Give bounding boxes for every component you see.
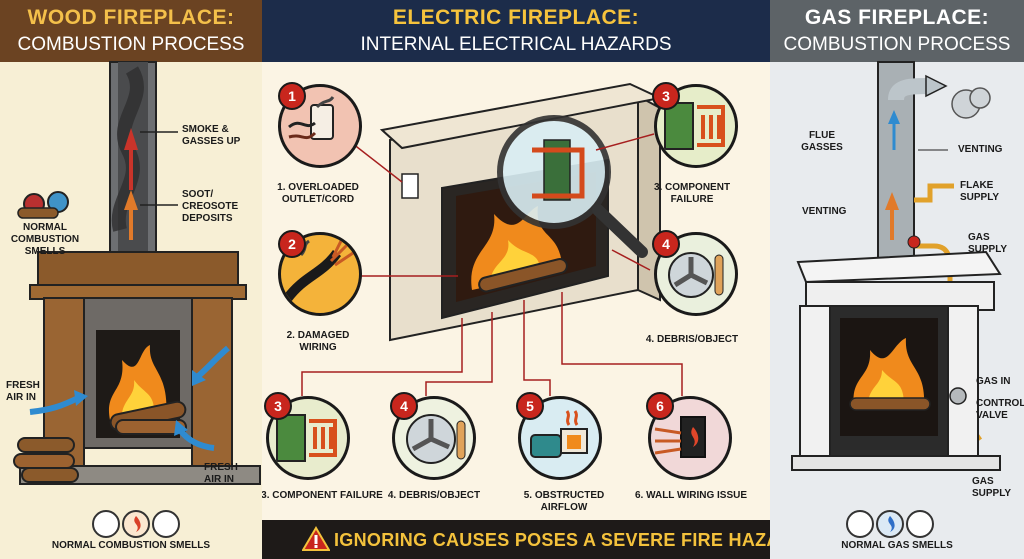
flame-icon: [122, 510, 150, 538]
fresh-air-right-line2: AIR IN: [204, 474, 234, 485]
fresh-air-right-line1: FRESH: [204, 462, 238, 473]
hazard-label-line2: FAILURE: [670, 194, 714, 205]
wood-fireplace-panel: WOOD FIREPLACE: COMBUSTION PROCESS: [0, 0, 262, 559]
flake-supply-line2: SUPPLY: [960, 192, 1000, 203]
hazard-number-badge: 4: [652, 230, 680, 258]
smell-wave-icon: [846, 510, 874, 538]
control-valve-line1: CONTROL: [976, 398, 1024, 409]
warning-icon: [302, 526, 330, 551]
fire-hazard-banner: IGNORING CAUSES POSES A SEVERE FIRE HAZA…: [262, 520, 812, 559]
flue-gasses-label: FLUE GASSES: [792, 130, 852, 154]
hazard-number-badge: 4: [390, 392, 418, 420]
wood-subtitle: COMBUSTION PROCESS: [17, 34, 245, 55]
flue-gasses-line2: GASSES: [801, 142, 843, 153]
bottom-label-debris: 4. DEBRIS/OBJECT: [387, 490, 481, 501]
soot-label: SOOT/ CREOSOTE DEPOSITS: [182, 189, 238, 225]
hazard-number-badge: 2: [278, 230, 306, 258]
electric-title: ELECTRIC FIREPLACE:: [392, 6, 640, 29]
hazard-number-badge: 1: [278, 82, 306, 110]
normal-combustion-line3: SMELLS: [24, 246, 66, 257]
venting-mid-label: VENTING: [802, 206, 847, 217]
banner-text: IGNORING CAUSES POSES A SEVERE FIRE HAZA…: [334, 530, 813, 550]
smoke-label-line1: SMOKE &: [182, 124, 229, 135]
fresh-air-left-line2: AIR IN: [6, 392, 36, 403]
hazard-label-line2: OUTLET/CORD: [281, 194, 355, 205]
smoke-wave-icon: [152, 510, 180, 538]
fresh-air-right-label: FRESH AIR IN: [204, 462, 238, 486]
smoke-label-line2: GASSES UP: [182, 136, 241, 147]
gas-in-label: GAS IN: [976, 376, 1011, 387]
gas-supply-bottom-line1: GAS: [972, 476, 994, 487]
flue-gasses-line1: FLUE: [808, 130, 836, 141]
electric-header: ELECTRIC FIREPLACE: INTERNAL ELECTRICAL …: [262, 0, 770, 62]
hazard-label-line2: WIRING: [299, 342, 337, 353]
normal-combustion-line1: NORMAL: [23, 222, 67, 233]
fresh-air-left-line1: FRESH: [6, 380, 40, 391]
gas-supply-top-line1: GAS: [968, 232, 990, 243]
bottom-label-component-failure: 3. COMPONENT FAILURE: [262, 490, 383, 501]
gas-supply-bottom-line2: SUPPLY: [972, 488, 1012, 499]
venting-top-label: VENTING: [958, 144, 1003, 155]
soot-label-line1: SOOT/: [182, 189, 214, 200]
flake-supply-label: FLAKE SUPPLY: [960, 180, 999, 204]
gas-supply-top-label: GAS SUPPLY: [968, 232, 1007, 256]
gas-fireplace-illustration: [791, 61, 1002, 471]
hazard-number-badge: 5: [516, 392, 544, 420]
gas-title: GAS FIREPLACE:: [804, 6, 990, 29]
gas-header: GAS FIREPLACE: COMBUSTION PROCESS: [770, 0, 1024, 62]
normal-combustion-label: NORMAL COMBUSTION SMELLS: [10, 222, 80, 258]
control-valve-label: CONTROL VALVE: [976, 398, 1024, 422]
gas-fireplace-panel: GAS FIREPLACE: COMBUSTION PROCESS FLUE G…: [770, 0, 1024, 559]
gas-footer-label: NORMAL GAS SMELLS: [841, 540, 953, 551]
smoke-label: SMOKE & GASSES UP: [182, 124, 240, 148]
hazard-label-damaged-wiring: 2. DAMAGED WIRING: [268, 330, 368, 354]
hazard-number-badge: 6: [646, 392, 674, 420]
hazard-label-overloaded-outlet: 1. OVERLOADED OUTLET/CORD: [268, 182, 368, 206]
bottom-label-obstructed-airflow: 5. OBSTRUCTED AIRFLOW: [523, 490, 605, 513]
soot-label-line3: DEPOSITS: [182, 213, 233, 224]
normal-combustion-line2: COMBUSTION: [10, 234, 80, 245]
wood-footer-label: NORMAL COMBUSTION SMELLS: [51, 540, 211, 551]
fresh-air-left-label: FRESH AIR IN: [6, 380, 40, 404]
smell-wave-icon: [92, 510, 120, 538]
gas-supply-top-line2: SUPPLY: [968, 244, 1008, 255]
hazard-label-line1: 2. DAMAGED: [286, 330, 350, 341]
hazard-label-component-failure: 3. COMPONENT FAILURE: [642, 182, 742, 206]
wood-title: WOOD FIREPLACE:: [27, 6, 235, 29]
hazard-label-line1: 3. COMPONENT: [653, 182, 731, 193]
wood-header: WOOD FIREPLACE: COMBUSTION PROCESS: [0, 0, 262, 62]
hazard-number-badge: 3: [652, 82, 680, 110]
smoke-wave-icon: [906, 510, 934, 538]
bottom-circle-obstructed-airflow: [518, 396, 602, 480]
flake-supply-line1: FLAKE: [960, 180, 994, 191]
control-valve-line2: VALVE: [976, 410, 1008, 421]
gas-flame-icon: [876, 510, 904, 538]
gas-supply-bottom-label: GAS SUPPLY: [972, 476, 1011, 500]
electric-fireplace-illustration: [301, 82, 683, 396]
gas-subtitle: COMBUSTION PROCESS: [783, 34, 1011, 55]
bottom-circle-wall-wiring: [648, 396, 732, 480]
hazard-label-debris: 4. DEBRIS/OBJECT: [645, 334, 739, 345]
wood-fireplace-illustration: [13, 61, 261, 485]
electric-fireplace-panel: ELECTRIC FIREPLACE: INTERNAL ELECTRICAL …: [262, 0, 770, 559]
hazard-label-line1: 1. OVERLOADED: [277, 182, 359, 193]
soot-label-line2: CREOSOTE: [182, 201, 239, 212]
hazard-number-badge: 3: [264, 392, 292, 420]
bottom-label-wall-wiring: 6. WALL WIRING ISSUE: [634, 490, 748, 501]
electric-subtitle: INTERNAL ELECTRICAL HAZARDS: [360, 34, 672, 55]
